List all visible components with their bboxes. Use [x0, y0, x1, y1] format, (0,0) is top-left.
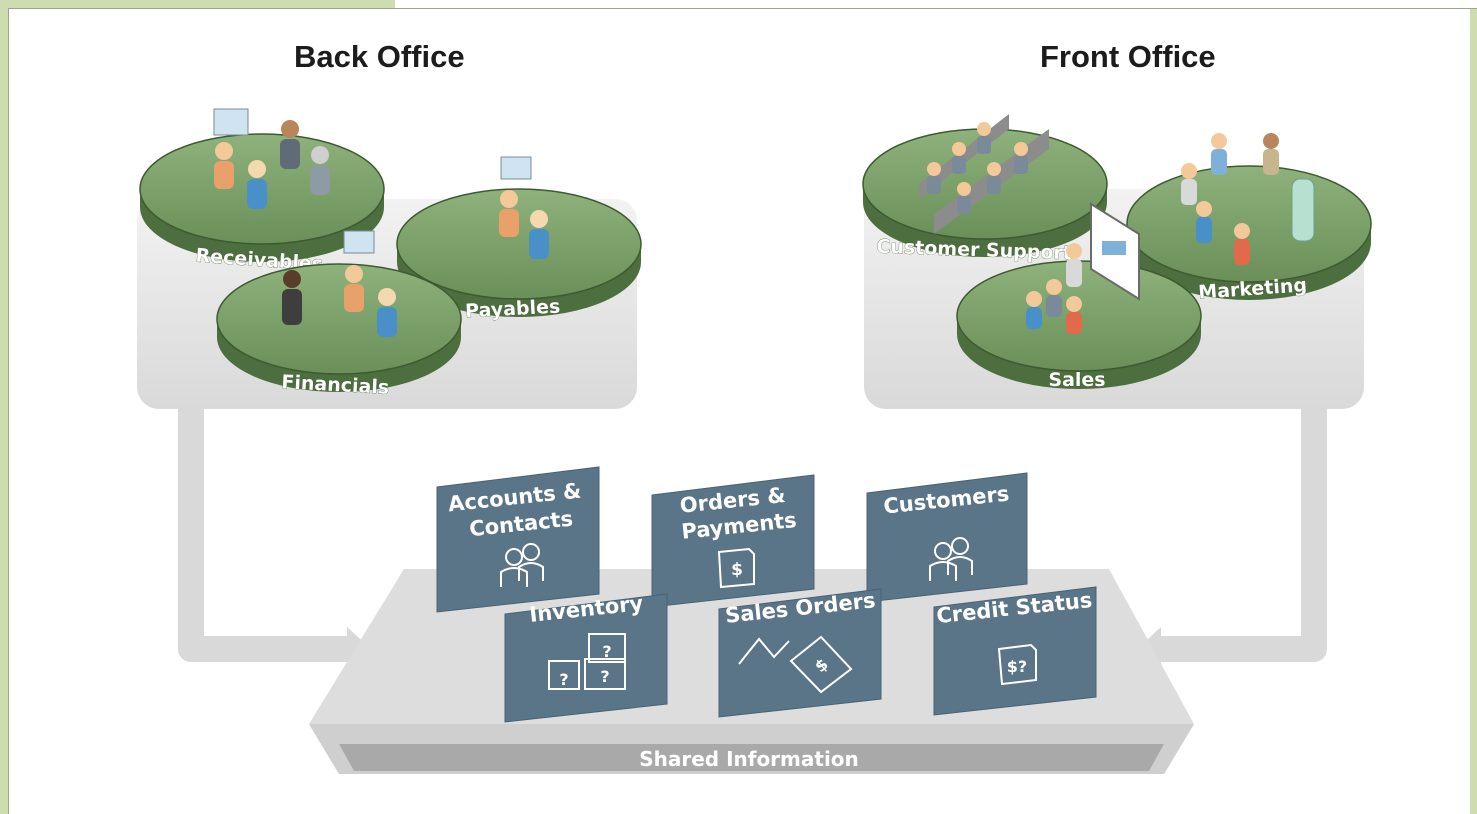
question-boxes-icon [548, 633, 626, 690]
people-icon [500, 543, 544, 587]
marketing-platform: Marketing [1126, 133, 1372, 304]
people-icon [213, 108, 330, 209]
question-mark: ? [559, 670, 568, 689]
sales-label: Sales [1048, 369, 1105, 391]
chart-dollar-icon [738, 635, 853, 694]
dollar-document-icon: $ [717, 547, 755, 589]
question-mark: ? [602, 642, 611, 661]
people-icon [499, 156, 549, 259]
card-accounts-contacts: Accounts & Contacts [436, 466, 600, 613]
svg-text:$: $ [731, 560, 743, 580]
diagram-canvas: Shared Information Receivables [137, 108, 1372, 774]
people-icon [929, 537, 973, 581]
payables-platform: Payables [396, 156, 642, 323]
receivables-platform: Receivables [139, 108, 385, 276]
front-office-title: Front Office [1040, 39, 1216, 74]
top-tab-border [395, 0, 1477, 9]
diagram-frame: Back Office Front Office [8, 8, 1470, 814]
card-customers: Customers [866, 472, 1028, 603]
dollar-question-icon: $? [997, 643, 1037, 686]
svg-text:$?: $? [1007, 657, 1027, 676]
people-icon [1181, 133, 1315, 265]
people-icon [282, 230, 397, 337]
payables-label: Payables [465, 296, 561, 323]
back-office-title: Back Office [294, 39, 465, 74]
customer-support-platform: Customer Support [862, 114, 1108, 265]
people-icon [1026, 243, 1082, 334]
financials-platform: Financials [216, 230, 462, 399]
people-icon [919, 114, 1049, 234]
connector-arrows [178, 404, 1327, 662]
sales-platform: Sales [956, 202, 1202, 391]
question-mark: ? [600, 667, 609, 686]
presentation-board-icon [1090, 202, 1140, 301]
card-orders-payments: Orders & Payments $ [651, 474, 815, 608]
card-credit-status: Credit Status $? [933, 586, 1097, 716]
card-sales-orders: Sales Orders $ [718, 588, 882, 718]
shared-info-label: Shared Information [639, 747, 859, 771]
card-inventory: Inventory ? ? ? [504, 591, 668, 723]
